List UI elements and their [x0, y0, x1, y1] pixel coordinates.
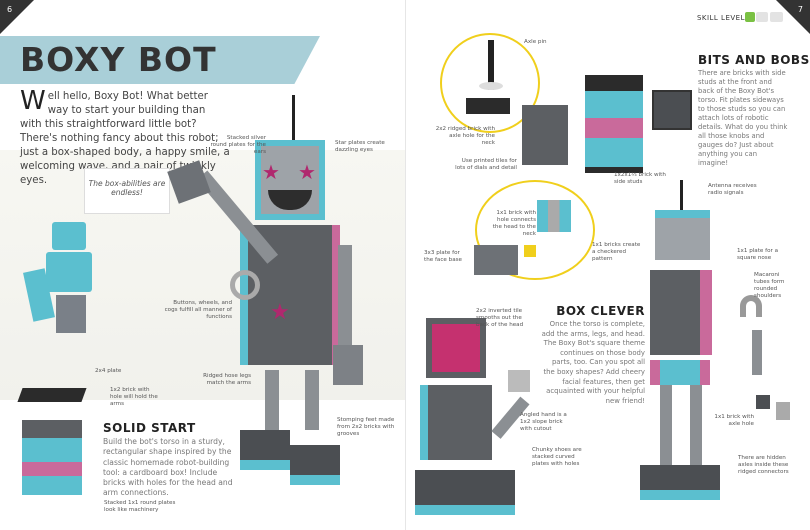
robot-foot-left	[240, 430, 290, 470]
title-banner	[0, 36, 320, 84]
part-1x1-brick-hole	[524, 245, 536, 257]
robot-leg-left	[265, 370, 279, 430]
annotation-eyes: Star plates create dazzling eyes	[335, 140, 385, 153]
part-printed-tiles-plate	[522, 105, 568, 165]
detail-circle-face	[475, 180, 595, 280]
solid-start-text: Build the bot's torso in a sturdy, recta…	[103, 437, 233, 498]
annotation-buttons: Buttons, wheels, and cogs fulfill all ma…	[164, 300, 232, 320]
part-torso-stack	[22, 420, 82, 495]
part-ridged-brick	[466, 98, 510, 114]
robot-foot-right	[290, 445, 340, 485]
box-clever-text: Once the torso is complete, add the arms…	[541, 320, 645, 405]
page-corner-left	[0, 0, 34, 34]
minifig-legs	[56, 295, 86, 333]
skill-level-block-active	[745, 12, 755, 22]
part-slope-brick	[776, 402, 790, 420]
intro-body: ell hello, Boxy Bot! What better way to …	[20, 91, 230, 186]
annotation-side-studs: 1x2x1⅔ brick with side studs	[614, 172, 666, 185]
minifig-body	[46, 252, 92, 292]
annotation-angled-hand: Angled hand is a 1x2 slope brick with cu…	[520, 412, 567, 432]
page-title: BOXY BOT	[20, 40, 217, 79]
robot-antenna-right	[680, 180, 683, 210]
robot-smile	[268, 190, 312, 210]
annotation-checkered: 1x1 bricks create a checkered pattern	[592, 242, 641, 262]
annotation-shoes: Chunky shoes are stacked curved plates w…	[532, 447, 582, 467]
part-torso-pink	[585, 118, 643, 138]
part-axle-pin	[488, 40, 494, 90]
annotation-feet: Stomping feet made from 2x2 bricks with …	[337, 417, 395, 437]
part-macaroni-tube	[740, 295, 762, 317]
robot-eye-star-icon: ★	[262, 160, 280, 184]
minifig-head	[52, 222, 86, 250]
annotation-round-plates: Stacked 1x1 round plates look like machi…	[104, 500, 176, 513]
part-3x3-plate	[474, 245, 518, 275]
annotation-face-base: 3x3 plate for the face base	[424, 250, 462, 263]
robot-eye-star-icon: ★	[298, 160, 316, 184]
robot-back-shoes	[415, 470, 515, 515]
robot-leg-right-a	[660, 385, 672, 465]
robot-star-button-icon: ★	[270, 300, 290, 325]
robot-antenna	[292, 95, 295, 140]
quote-box: The box-abilities are endless!	[84, 168, 170, 214]
skill-level-block	[770, 12, 783, 22]
part-checkered-face	[537, 200, 571, 232]
page-number-left: 6	[7, 5, 13, 14]
robot-back-hand	[508, 370, 530, 392]
annotation-printed-tiles: Use printed tiles for lots of dials and …	[455, 158, 517, 171]
robot-leg-right	[305, 370, 319, 430]
robot-hand-right	[333, 345, 363, 385]
annotation-axle-hole: 1x1 brick with axle hole	[714, 414, 754, 427]
part-round-plate	[479, 82, 503, 90]
annotation-antenna: Antenna receives radio signals	[708, 183, 757, 196]
bits-and-bobs-text: There are bricks with side studs at the …	[698, 69, 788, 167]
page-gutter	[405, 0, 406, 530]
annotation-legs: Ridged hose legs match the arms	[203, 373, 251, 386]
part-pink-row	[22, 462, 82, 476]
robot-torso-right	[650, 270, 712, 355]
robot-leg-right-b	[690, 385, 702, 465]
annotation-ears: Stacked silver round plates for the ears	[210, 135, 266, 155]
robot-feet-right	[640, 465, 720, 500]
robot-head-right	[655, 210, 710, 260]
robot-back-head	[426, 318, 486, 378]
part-ridged-arm	[752, 330, 762, 375]
robot-arm-right	[338, 245, 352, 345]
page-number-right: 7	[797, 5, 803, 14]
skill-level-label: SKILL LEVEL	[696, 14, 745, 22]
annotation-plate: 2x4 plate	[95, 368, 122, 374]
annotation-hidden-axles: There are hidden axles inside these ridg…	[738, 455, 789, 475]
box-clever-heading: BOX CLEVER	[556, 304, 645, 318]
part-2x4-plate	[17, 388, 87, 402]
part-1x1-axle-brick	[756, 395, 770, 409]
detail-circle-neck	[440, 33, 540, 133]
annotation-ridged-brick: 2x2 ridged brick with axle hole for the …	[435, 126, 495, 146]
skill-level-block	[756, 12, 768, 22]
solid-start-heading: SOLID START	[103, 421, 196, 435]
robot-hips-right	[650, 360, 710, 385]
robot-wheel	[230, 270, 260, 300]
part-side-plate	[652, 90, 692, 130]
annotation-nose: 1x1 plate for a square nose	[737, 248, 779, 261]
annotation-brick-hole: 1x2 brick with hole will hold the arms	[110, 387, 158, 407]
drop-cap: W	[20, 86, 46, 116]
robot-back-torso	[420, 385, 492, 460]
annotation-neck-brick: 1x1 brick with hole connects the head to…	[492, 210, 536, 237]
annotation-macaroni: Macaroni tubes form rounded shoulders	[754, 272, 785, 299]
annotation-inverted-tile: 2x2 inverted tile smooths out the back o…	[476, 308, 524, 328]
annotation-axle-pin: Axle pin	[524, 39, 547, 45]
bits-and-bobs-heading: BITS AND BOBS	[698, 53, 810, 67]
